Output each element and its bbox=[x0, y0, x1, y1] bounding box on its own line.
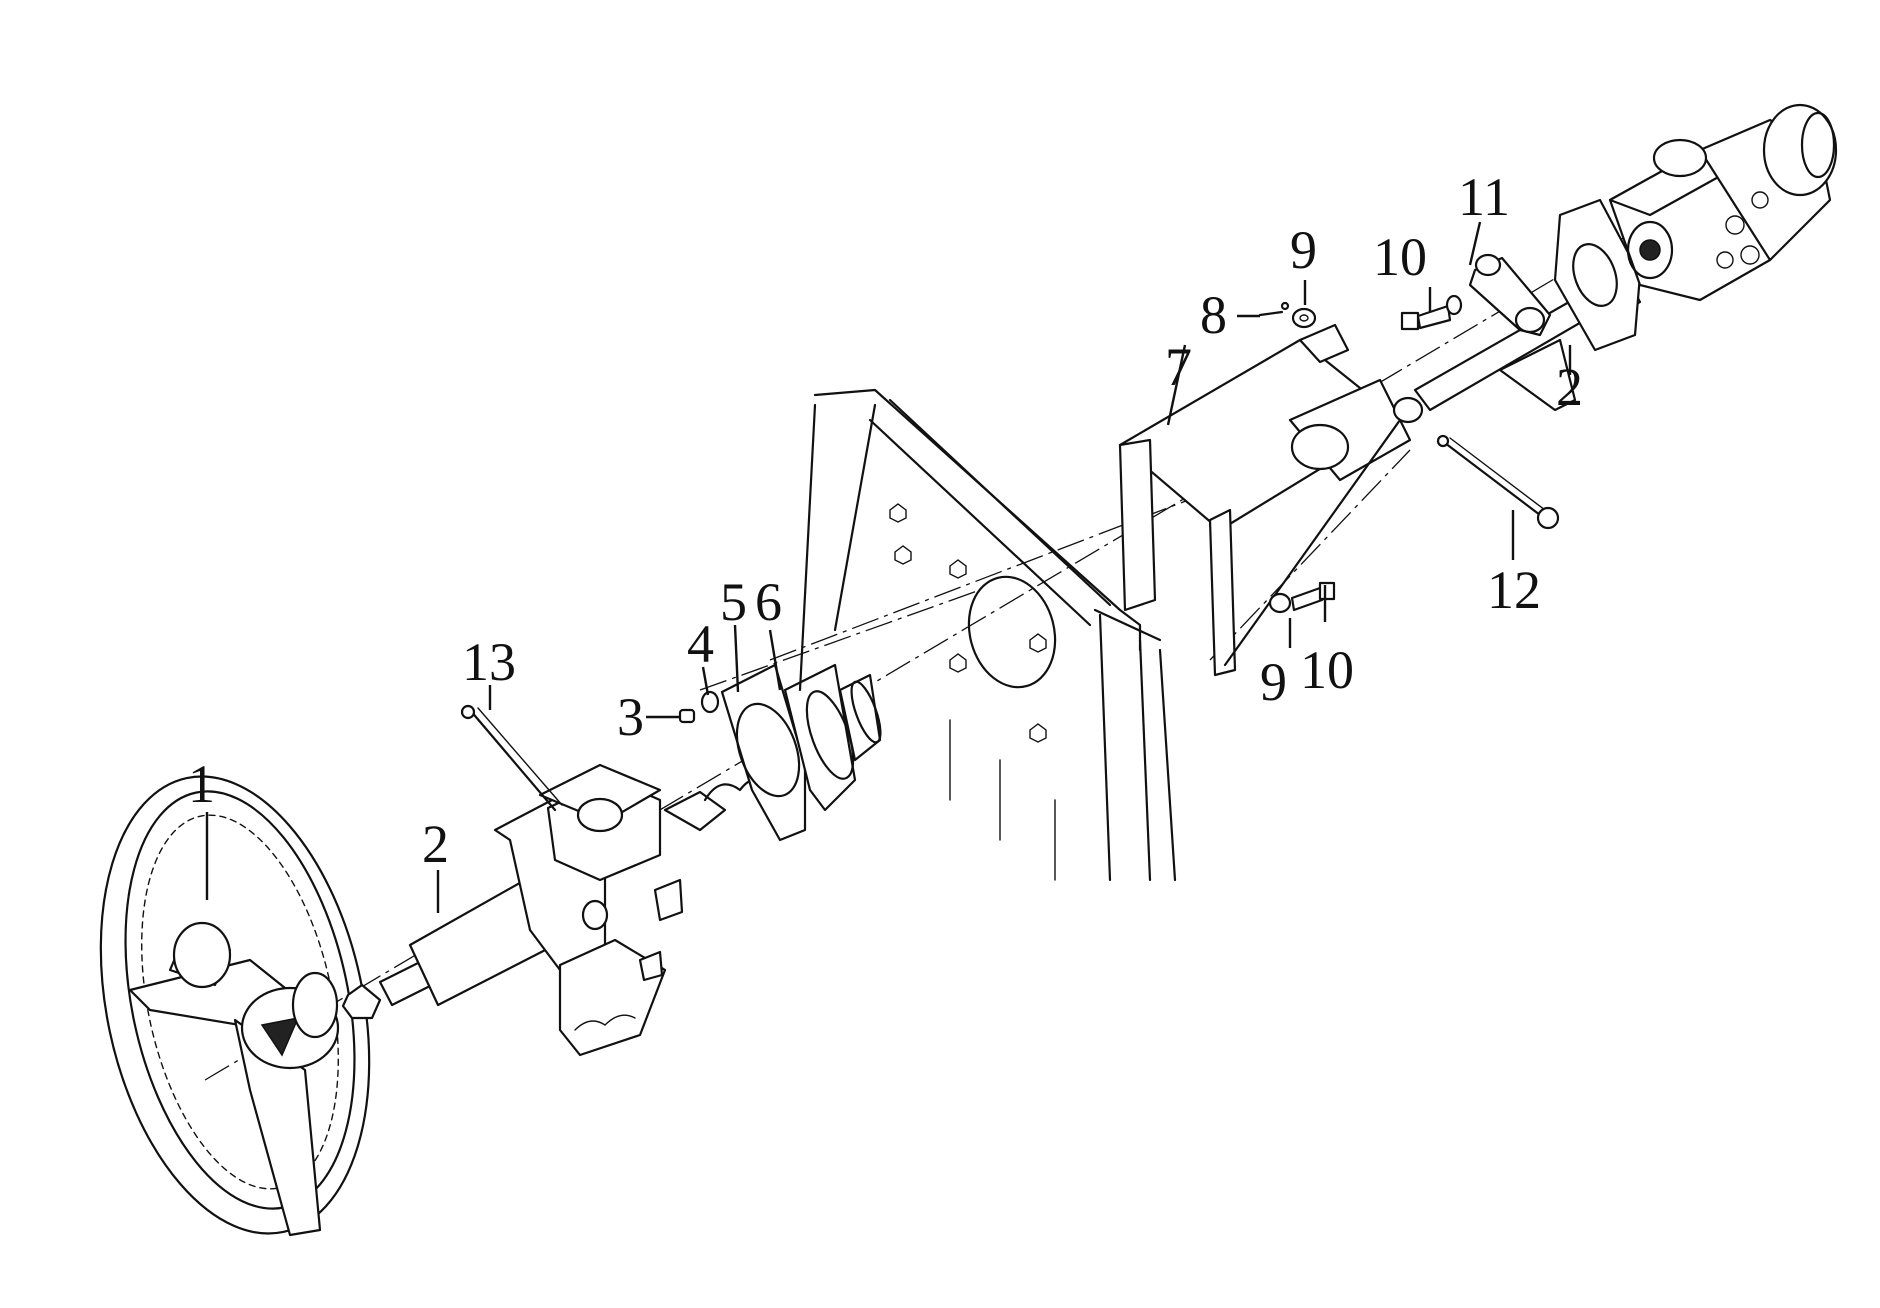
bolt-12 bbox=[1436, 434, 1560, 530]
bolt-10-upper bbox=[1400, 294, 1463, 331]
callout-11: 11 bbox=[1458, 167, 1510, 227]
callout-numbers: 1 2 2 3 4 5 6 7 8 9 9 10 10 11 12 13 bbox=[188, 167, 1583, 874]
steering-valve-unit bbox=[1608, 103, 1838, 302]
callout-2-upper: 2 bbox=[1556, 357, 1583, 417]
callout-4: 4 bbox=[687, 614, 714, 674]
callout-3: 3 bbox=[617, 687, 644, 747]
callout-9-lower: 9 bbox=[1260, 652, 1287, 712]
callout-leaders bbox=[205, 221, 1572, 913]
pin-13 bbox=[460, 704, 563, 812]
callout-8: 8 bbox=[1200, 285, 1227, 345]
column-bracket bbox=[493, 763, 772, 1057]
washer-9-upper bbox=[1291, 307, 1317, 329]
callout-7: 7 bbox=[1165, 337, 1192, 397]
callout-6: 6 bbox=[755, 572, 782, 632]
callout-13: 13 bbox=[462, 632, 516, 692]
bolt-10-lower bbox=[1290, 581, 1336, 612]
callout-10-lower: 10 bbox=[1300, 640, 1354, 700]
mounting-flange bbox=[1498, 198, 1642, 412]
washer-9-lower bbox=[1268, 592, 1292, 614]
column-support-bracket-7 bbox=[1118, 323, 1424, 677]
callout-10-upper: 10 bbox=[1373, 227, 1427, 287]
callout-2-lower: 2 bbox=[422, 814, 449, 874]
washer-and-bolt-3-4 bbox=[678, 690, 720, 724]
boot-6 bbox=[783, 663, 882, 812]
callout-1: 1 bbox=[188, 754, 215, 814]
callout-9-upper: 9 bbox=[1290, 220, 1317, 280]
steering-wheel bbox=[99, 775, 371, 1237]
callout-12: 12 bbox=[1487, 560, 1541, 620]
clamp-11 bbox=[1468, 253, 1552, 337]
dash-frame bbox=[798, 388, 1177, 882]
callout-5: 5 bbox=[720, 572, 747, 632]
cotter-pin-8 bbox=[1258, 301, 1290, 317]
